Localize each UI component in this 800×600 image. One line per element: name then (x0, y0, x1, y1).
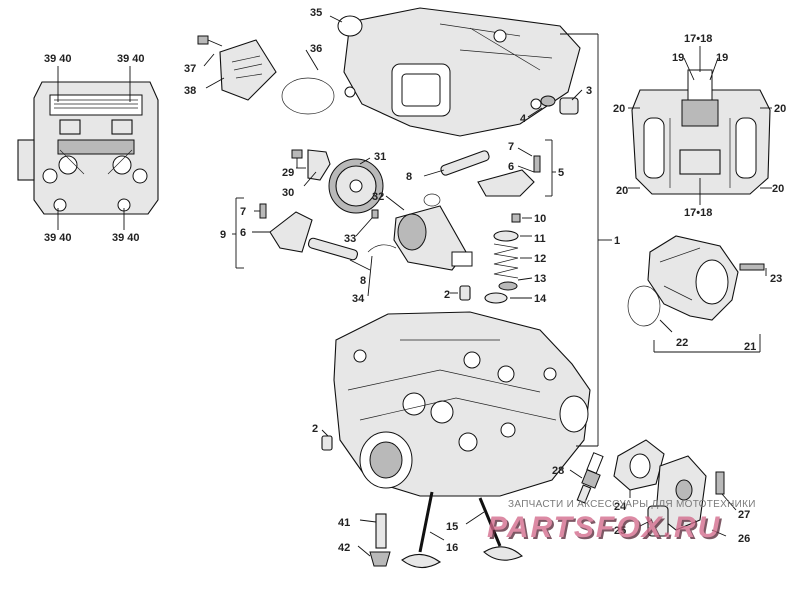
callout-20-bottom-right: 20 (772, 183, 784, 195)
manifold-bolt (739, 263, 765, 271)
cam-pin (371, 209, 379, 219)
hex-plug (559, 97, 579, 115)
callout-42: 42 (338, 542, 350, 554)
callout-20-top-left: 20 (613, 103, 625, 115)
valve-spring-assembly (484, 213, 521, 304)
dowel-pin-upper (459, 285, 471, 301)
cylinder-head (333, 311, 591, 497)
callout-20-top-right: 20 (774, 103, 786, 115)
intake-manifold (647, 235, 739, 321)
callout-11: 11 (534, 233, 546, 245)
watermark-subtitle: ЗАПЧАСТИ И АКСЕССУАРЫ ДЛЯ МОТОТЕХНИКИ (508, 499, 756, 510)
callout-1: 1 (614, 235, 620, 247)
callout-8-lower: 8 (360, 275, 366, 287)
callout-15: 15 (446, 521, 458, 533)
callout-7-upper: 7 (508, 141, 514, 153)
bolt-29 (291, 149, 303, 168)
callout-39-40-bottom-left: 39 40 (44, 232, 72, 244)
callout-8-upper: 8 (406, 171, 412, 183)
callout-9: 9 (220, 229, 226, 241)
thermostat-housing (613, 439, 707, 537)
callout-21: 21 (744, 341, 756, 353)
callout-12: 12 (534, 253, 546, 265)
callout-29: 29 (282, 167, 294, 179)
callout-28: 28 (552, 465, 564, 477)
cam-ring (423, 193, 441, 207)
inset-head-side-view (631, 69, 771, 195)
callout-3: 3 (586, 85, 592, 97)
callout-39-40-top-right: 39 40 (117, 53, 145, 65)
thermo-bolt (715, 471, 725, 495)
callout-20-bottom-left: 20 (616, 185, 628, 197)
callout-2-lower: 2 (312, 423, 318, 435)
camshaft (393, 205, 473, 271)
callout-31: 31 (374, 151, 386, 163)
callout-17-18-top: 17•18 (684, 33, 712, 45)
valve-guide (375, 513, 387, 549)
rocker-shaft-upper (440, 150, 490, 176)
inset-head-top-view (17, 81, 159, 215)
dowel-pin-lower (321, 435, 333, 451)
callout-35: 35 (310, 7, 322, 19)
callout-14: 14 (534, 293, 547, 305)
callout-26: 26 (738, 533, 750, 545)
callout-39-40-top-left: 39 40 (44, 53, 72, 65)
rocker-arm-upper (477, 169, 535, 197)
callout-30: 30 (282, 187, 294, 199)
callout-16: 16 (446, 542, 458, 554)
cover-bolt (197, 35, 223, 47)
adjuster-upper (533, 155, 541, 173)
callout-27: 27 (738, 509, 750, 521)
callout-7-lower: 7 (240, 206, 246, 218)
callout-38: 38 (184, 85, 196, 97)
rocker-shaft-lower (307, 237, 359, 261)
callout-10: 10 (534, 213, 546, 225)
cover-seal-ring (337, 15, 363, 37)
callout-6-upper: 6 (508, 161, 514, 173)
cover-gasket (281, 77, 335, 115)
callout-33: 33 (344, 233, 356, 245)
callout-41: 41 (338, 517, 350, 529)
callout-22: 22 (676, 337, 688, 349)
head-cover (343, 7, 581, 137)
callout-23: 23 (770, 273, 782, 285)
callout-34: 34 (352, 293, 365, 305)
callout-25: 25 (614, 525, 626, 537)
callout-24: 24 (614, 501, 627, 513)
inspection-cover (219, 39, 277, 101)
callout-2-upper: 2 (444, 289, 450, 301)
callout-4: 4 (520, 113, 527, 125)
callout-37: 37 (184, 63, 196, 75)
retaining-clip (367, 244, 397, 253)
rocker-arm-lower (269, 211, 313, 253)
spark-plug (576, 452, 604, 504)
callout-19-left: 19 (672, 52, 684, 64)
plug-seal (540, 95, 556, 107)
intake-valve (401, 491, 442, 569)
exhaust-valve (478, 497, 523, 561)
callout-6-lower: 6 (240, 227, 246, 239)
callout-5: 5 (558, 167, 564, 179)
watermark-logo: PARTSFOX.RU (487, 511, 722, 544)
callout-39-40-bottom-right: 39 40 (112, 232, 140, 244)
callout-36: 36 (310, 43, 322, 55)
callout-32: 32 (372, 191, 384, 203)
manifold-o-ring (627, 285, 661, 327)
callout-19-right: 19 (716, 52, 728, 64)
callout-13: 13 (534, 273, 546, 285)
sprocket-bracket (307, 149, 331, 181)
valve-stem-seal (369, 551, 391, 567)
cam-sprocket (328, 158, 384, 214)
adjuster-lower (259, 203, 267, 219)
callout-17-18-bottom: 17•18 (684, 207, 712, 219)
